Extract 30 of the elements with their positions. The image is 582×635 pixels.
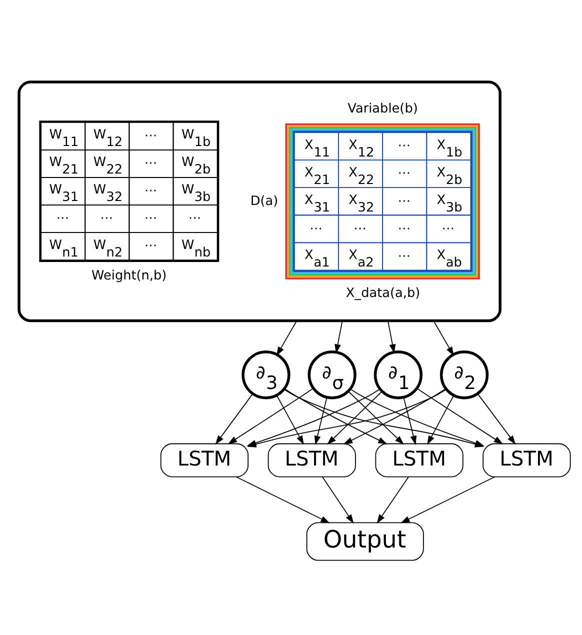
arrow	[433, 320, 454, 356]
node-label: Variable(b)	[348, 101, 418, 116]
arrow	[322, 476, 354, 524]
arrow	[215, 393, 254, 445]
arrow	[284, 388, 388, 444]
arrow	[314, 396, 328, 446]
arrow	[276, 320, 298, 356]
node-label: D(a)	[250, 194, 278, 209]
node-label: Weight(n,b)	[92, 268, 167, 284]
arrow	[416, 388, 504, 444]
arrow	[327, 391, 382, 445]
arrow	[236, 476, 330, 524]
arrow	[403, 396, 417, 446]
node-label: X_data(a,b)	[346, 286, 420, 302]
arrow	[387, 320, 396, 354]
arrow	[400, 476, 496, 524]
arrow	[376, 476, 410, 524]
arrow	[477, 393, 516, 445]
node-box: LSTM	[268, 443, 356, 478]
node-box: LSTM	[482, 443, 571, 478]
arrow	[343, 388, 446, 444]
arrow	[348, 391, 404, 445]
cluster	[18, 80, 502, 322]
node-box: LSTM	[160, 443, 249, 478]
arrow	[427, 395, 454, 445]
node-box: LSTM	[375, 443, 464, 478]
node-box: Output	[306, 522, 424, 561]
arrow	[228, 388, 314, 444]
arrow	[334, 320, 343, 354]
arrow	[276, 395, 304, 445]
